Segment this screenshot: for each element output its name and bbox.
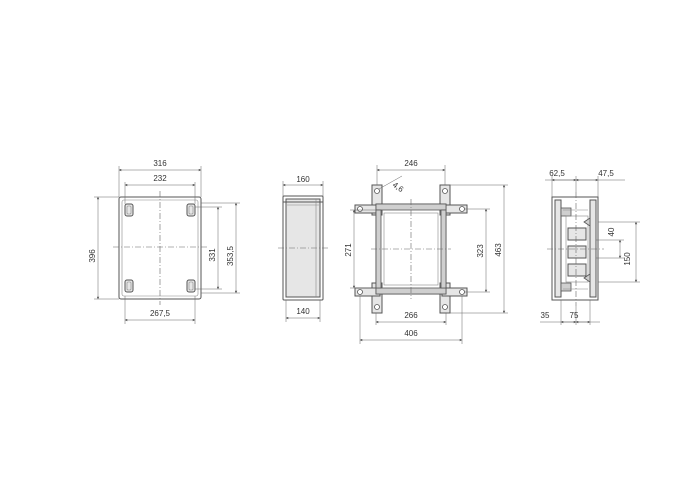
dim-front-hole-v1: 331 [208, 248, 217, 262]
mounting-view: 246 4,6 271 323 463 266 406 [344, 159, 508, 344]
dim-side-bottom: 140 [296, 307, 310, 316]
side-view: 160 140 [278, 175, 328, 322]
section-view: 62,5 47,5 40 150 35 75 [540, 169, 640, 325]
dim-mount-bottom1: 266 [404, 311, 418, 320]
dim-mount-right1: 323 [476, 244, 485, 258]
dim-front-bottom: 267,5 [150, 309, 171, 318]
dim-section-bottom-left: 35 [541, 311, 550, 320]
dim-mount-left: 271 [344, 243, 353, 257]
dim-section-top-left: 62,5 [549, 169, 565, 178]
dim-front-width-outer: 316 [153, 159, 167, 168]
dim-section-right1: 40 [607, 227, 616, 236]
dim-front-hole-v2: 353,5 [226, 245, 235, 266]
dim-section-top-right: 47,5 [598, 169, 614, 178]
dim-section-right2: 150 [623, 252, 632, 266]
dim-mount-bottom2: 406 [404, 329, 418, 338]
front-view: 316 232 396 331 353,5 267,5 [88, 159, 240, 324]
dim-mount-hole: 4,6 [391, 180, 406, 194]
dim-front-height: 396 [88, 249, 97, 263]
dim-side-top: 160 [296, 175, 310, 184]
dim-section-bottom-right: 75 [570, 311, 579, 320]
dim-mount-top: 246 [404, 159, 418, 168]
dim-mount-right2: 463 [494, 243, 503, 257]
dim-front-width-inner: 232 [153, 174, 167, 183]
